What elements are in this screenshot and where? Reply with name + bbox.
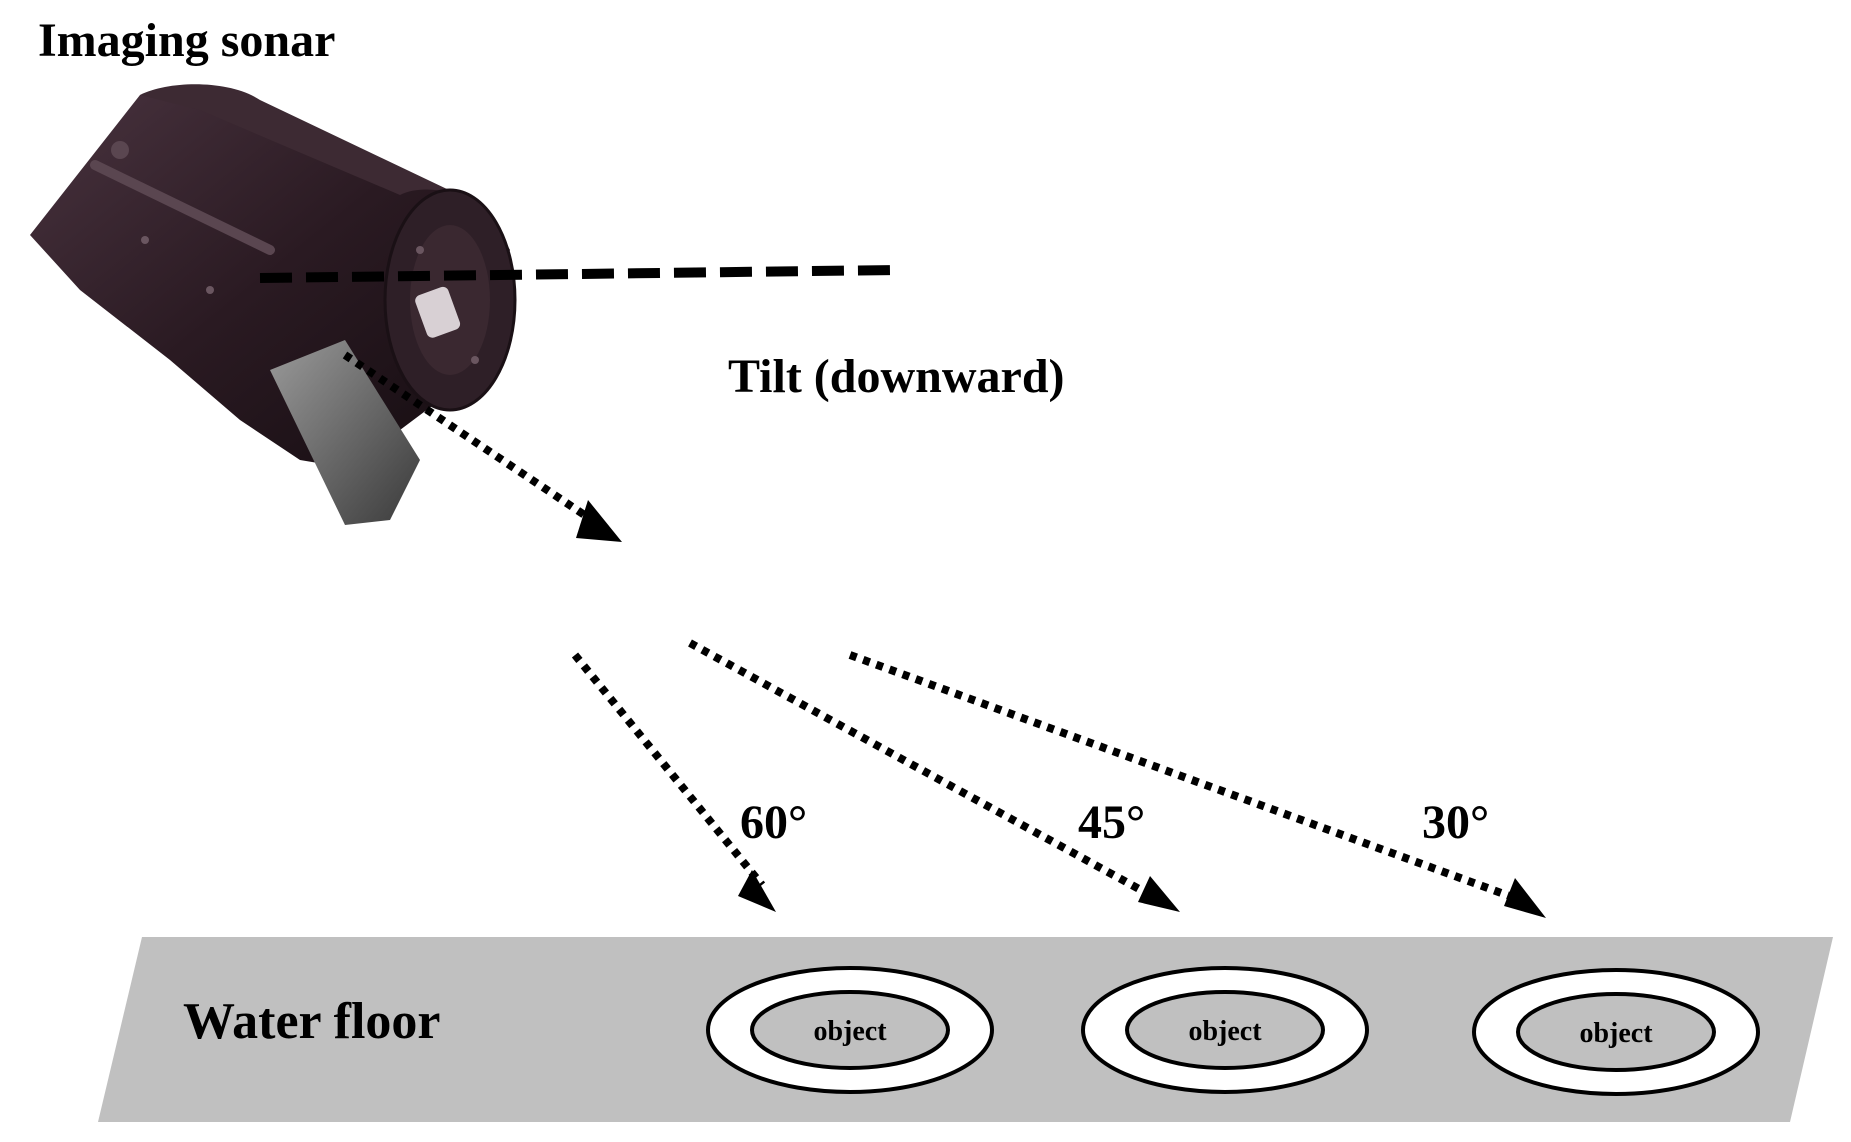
object-label-60: object (813, 1016, 887, 1047)
angle-label-30: 30° (1422, 796, 1489, 849)
horizontal-reference-line (259, 265, 896, 283)
tilt-direction-arrow (342, 351, 622, 542)
object-target-60: object (706, 966, 994, 1094)
beam-arrow-30 (848, 651, 1546, 918)
beam-arrow-45 (688, 639, 1180, 912)
diagram-title: Imaging sonar (38, 14, 335, 67)
object-target-45: object (1081, 966, 1369, 1094)
angle-label-45: 45° (1078, 796, 1145, 849)
imaging-sonar-device (30, 84, 517, 525)
water-floor-label: Water floor (183, 993, 441, 1050)
tilt-label: Tilt (downward) (728, 350, 1065, 403)
object-label-45: object (1188, 1016, 1262, 1047)
object-label-30: object (1579, 1018, 1653, 1049)
object-target-30: object (1472, 968, 1760, 1096)
beam-arrow-60 (571, 652, 776, 912)
angle-label-60: 60° (740, 796, 807, 849)
